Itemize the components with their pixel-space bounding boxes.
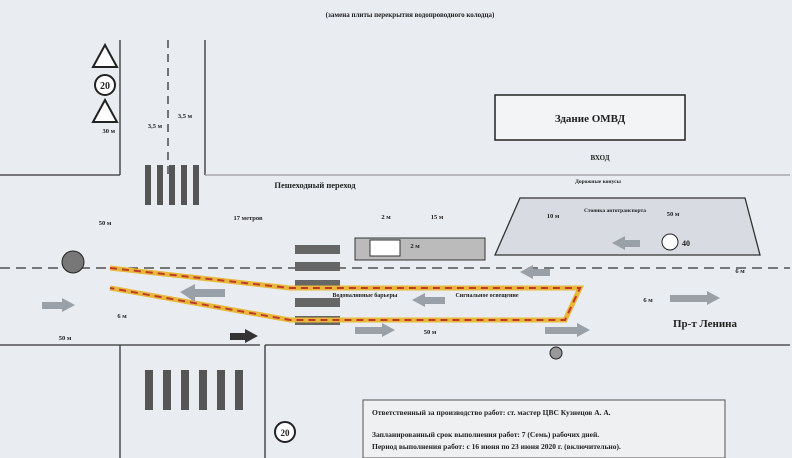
crosswalk-main (295, 245, 340, 325)
svg-text:20: 20 (281, 428, 291, 438)
crosswalk-label: Пешеходный переход (274, 180, 356, 190)
svg-text:50 м: 50 м (667, 211, 680, 218)
crosswalk-top (145, 165, 199, 205)
svg-text:6 м: 6 м (735, 268, 745, 275)
speed-sign-40: 40 (682, 239, 690, 248)
svg-text:2 м: 2 м (410, 243, 420, 250)
svg-text:3,5 м: 3,5 м (178, 113, 193, 120)
svg-text:15 м: 15 м (431, 214, 444, 221)
svg-text:30 м: 30 м (102, 128, 115, 135)
term-text: Запланированный срок выполнения работ: 7… (372, 430, 599, 439)
svg-text:17 метров: 17 метров (234, 215, 263, 222)
period-text: Период выполнения работ: с 16 июня по 23… (372, 442, 621, 451)
svg-text:50 м: 50 м (99, 220, 112, 227)
street-label: Пр-т Ленина (673, 318, 738, 330)
building-label: Здание ОМВД (555, 113, 626, 125)
parking-label: Стоянка автотранспорта (584, 208, 646, 214)
building (494, 94, 686, 141)
svg-text:6 м: 6 м (117, 313, 127, 320)
traffic-arrows (42, 236, 720, 337)
lighting-label: Сигнальное освещение (455, 293, 518, 299)
scheme-subtitle: (замена плиты перекрытия водопроводного … (326, 11, 495, 19)
svg-text:6 м: 6 м (643, 297, 653, 304)
svg-text:10 м: 10 м (547, 213, 560, 220)
entrance-label: ВХОД (590, 154, 609, 162)
dimension-labels: 30 м 3,5 м 3,5 м 50 м 17 метров 2 м 15 м… (59, 113, 746, 342)
barriers-label: Водоналивные барьеры (333, 292, 398, 299)
svg-text:50 м: 50 м (424, 329, 437, 336)
cones-label: Дорожные конусы (575, 179, 622, 185)
no-parking-sign (61, 250, 85, 274)
responsible-text: Ответственный за производство работ: ст.… (372, 408, 611, 417)
speed-sign: 20 (100, 81, 110, 92)
direction-arrow (230, 329, 258, 343)
sign-group-top-left: 20 (91, 42, 119, 123)
info-box (362, 399, 726, 458)
crosswalk-bottom (145, 370, 243, 410)
svg-text:50 м: 50 м (59, 335, 72, 342)
svg-text:3,5 м: 3,5 м (148, 123, 163, 130)
svg-text:2 м: 2 м (381, 214, 391, 221)
